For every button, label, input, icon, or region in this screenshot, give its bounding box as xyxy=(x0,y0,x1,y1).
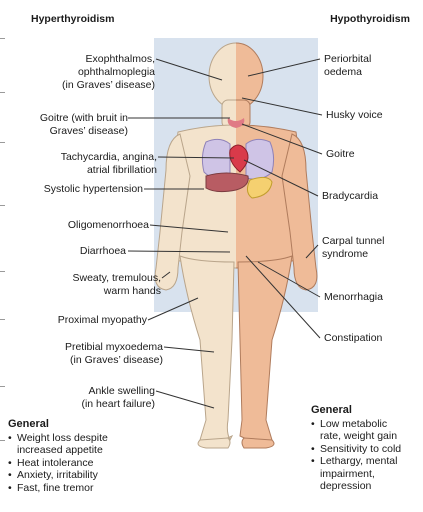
label-periorbital-oedema: Periorbital oedema xyxy=(324,53,371,79)
label-constipation: Constipation xyxy=(324,332,382,345)
label-carpal-tunnel: Carpal tunnel syndrome xyxy=(322,235,384,261)
label-goitre: Goitre xyxy=(326,148,355,161)
hypo-general-item: Low metabolic rate, weight gain xyxy=(311,418,421,443)
label-pretibial-myxoedema: Pretibial myxoedema (in Graves’ disease) xyxy=(65,341,163,367)
hyper-general-title: General xyxy=(8,418,158,431)
label-systolic-hypertension: Systolic hypertension xyxy=(44,183,143,196)
right-lung-shape xyxy=(246,139,274,179)
label-husky-voice: Husky voice xyxy=(326,109,383,122)
hypothyroidism-heading: Hypothyroidism xyxy=(330,13,410,25)
left-foot xyxy=(198,438,230,448)
hyper-general-item: Weight loss despite increased appetite xyxy=(8,432,158,457)
label-oligomenorrhoea: Oligomenorrhoea xyxy=(68,219,149,232)
label-tachycardia: Tachycardia, angina, atrial fibrillation xyxy=(61,151,157,177)
label-bradycardia: Bradycardia xyxy=(322,190,378,203)
hyperthyroidism-heading: Hyperthyroidism xyxy=(31,13,114,25)
label-exophthalmos: Exophthalmos, ophthalmoplegia (in Graves… xyxy=(62,53,155,92)
label-diarrhoea: Diarrhoea xyxy=(80,245,126,258)
hyper-general-panel: General Weight loss despite increased ap… xyxy=(8,418,158,494)
hypo-general-item: Lethargy, mental impairment, depression xyxy=(311,455,421,493)
hypo-general-panel: General Low metabolic rate, weight gain … xyxy=(311,404,421,493)
hypo-general-item: Sensitivity to cold xyxy=(311,443,421,456)
label-ankle-swelling: Ankle swelling (in heart failure) xyxy=(81,385,155,411)
label-proximal-myopathy: Proximal myopathy xyxy=(58,314,147,327)
label-menorrhagia: Menorrhagia xyxy=(324,291,383,304)
hyper-general-item: Anxiety, irritability xyxy=(8,469,158,482)
label-sweaty-hands: Sweaty, tremulous, warm hands xyxy=(72,272,161,298)
hypo-general-title: General xyxy=(311,404,421,417)
hyper-general-item: Heat intolerance xyxy=(8,457,158,470)
label-goitre-bruit: Goitre (with bruit in Graves’ disease) xyxy=(40,112,128,138)
hyper-general-item: Fast, fine tremor xyxy=(8,482,158,495)
right-foot xyxy=(242,438,274,448)
